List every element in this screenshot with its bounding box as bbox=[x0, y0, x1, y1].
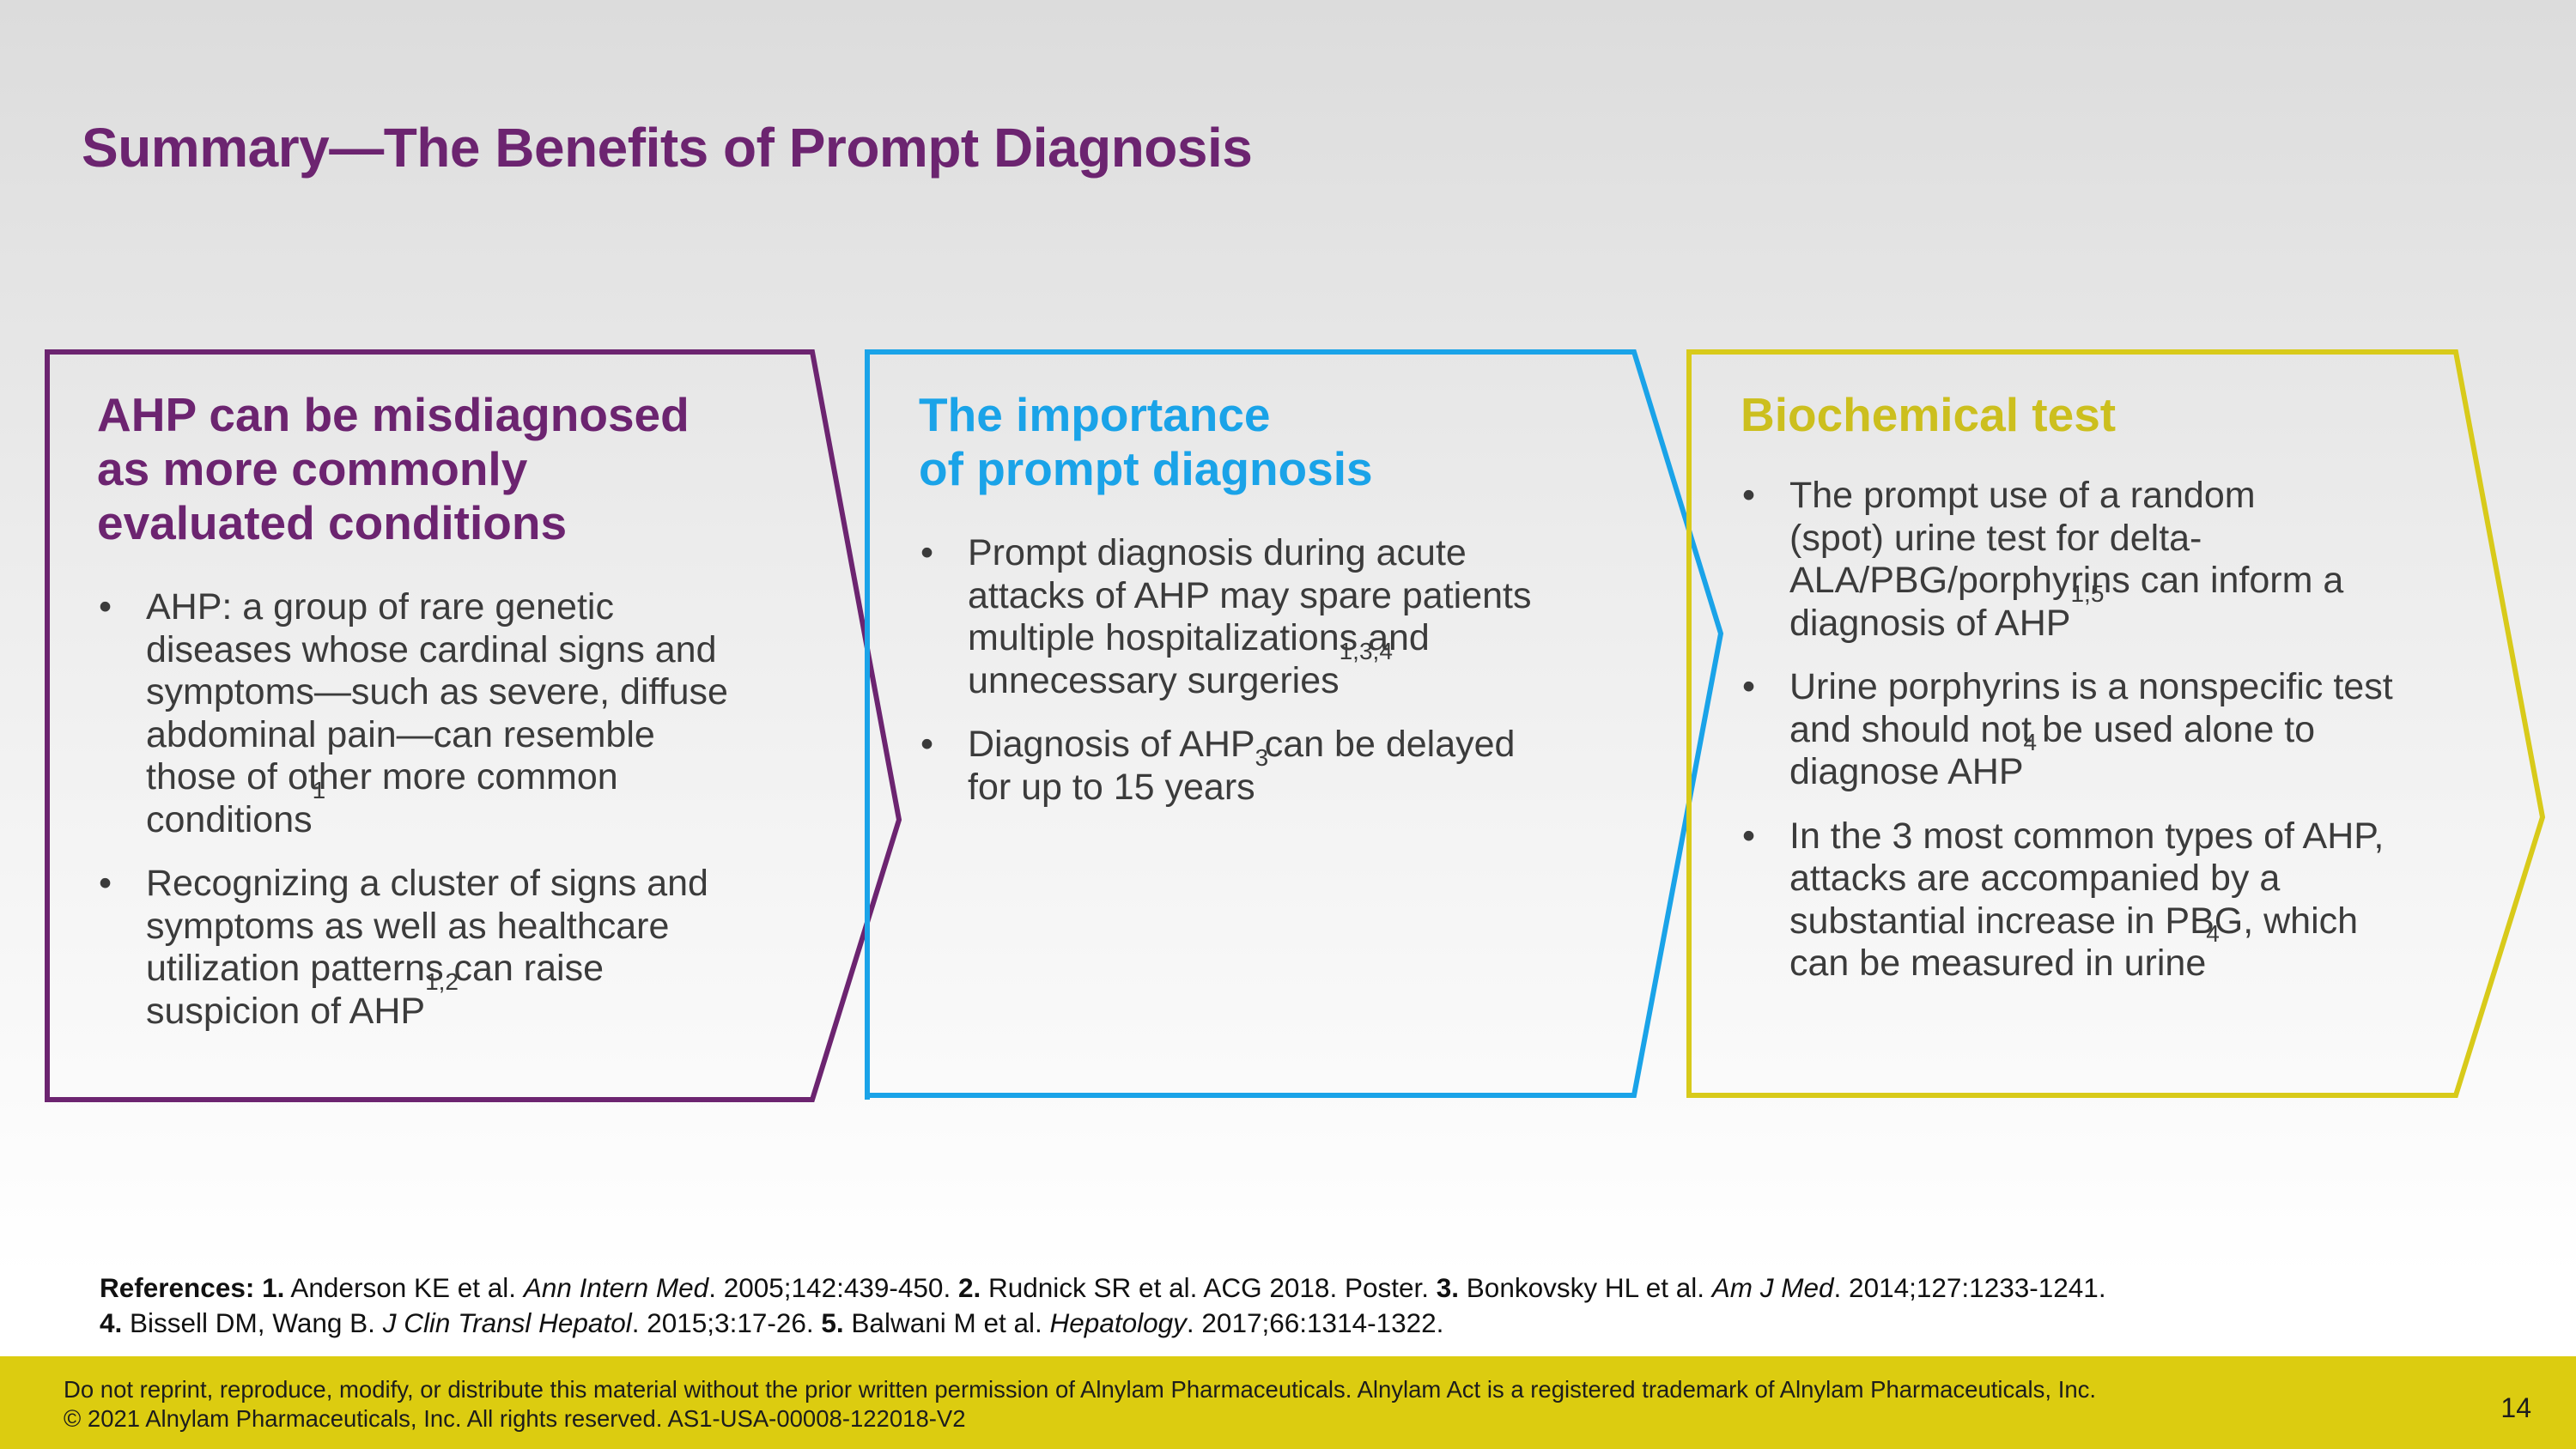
panel-heading: Biochemical test bbox=[1741, 388, 2488, 442]
journal-name: Ann Intern Med bbox=[523, 1272, 709, 1303]
bullet-list: The prompt use of a random(spot) urine t… bbox=[1741, 475, 2488, 985]
panel-1-chevron-outline bbox=[45, 349, 902, 1102]
bullet-line: suspicion of AHP1,2 bbox=[146, 967, 459, 1032]
bullet-item: The prompt use of a random(spot) urine t… bbox=[1741, 475, 2488, 645]
bullet-line: abdominal pain—can resemble bbox=[146, 713, 655, 755]
bullet-line: The prompt use of a random bbox=[1789, 475, 2256, 516]
bullet-line: conditions1 bbox=[146, 776, 326, 840]
bullet-line: substantial increase in PBG, which bbox=[1789, 900, 2359, 942]
slide-title: Summary—The Benefits of Prompt Diagnosis bbox=[82, 117, 1253, 179]
journal-name: Hepatology bbox=[1049, 1307, 1187, 1338]
citation-superscript: 1,3,4 bbox=[1339, 637, 1393, 664]
reference-number: 1. bbox=[262, 1272, 285, 1303]
reference-number: 2. bbox=[957, 1272, 981, 1303]
bullet-item: Urine porphyrins is a nonspecific testan… bbox=[1741, 666, 2488, 794]
citation-superscript: 1,5 bbox=[2070, 579, 2105, 607]
references: References: 1. Anderson KE et al. Ann In… bbox=[100, 1270, 2106, 1341]
bullet-line: ALA/PBG/porphyrins can inform a bbox=[1789, 560, 2344, 601]
bullet-item: In the 3 most common types of AHP,attack… bbox=[1741, 815, 2488, 985]
bullet-line: for up to 15 years3 bbox=[968, 743, 1269, 808]
journal-name: Am J Med bbox=[1711, 1272, 1834, 1303]
bullet-line: Recognizing a cluster of signs and bbox=[146, 863, 708, 904]
journal-name: J Clin Transl Hepatol bbox=[382, 1307, 632, 1338]
bullet-line: and should not be used alone to bbox=[1789, 708, 2316, 750]
panel-biochemical-test: Biochemical test The prompt use of a ran… bbox=[1741, 388, 2488, 1007]
bullet-line: utilization patterns can raise bbox=[146, 948, 605, 989]
references-label: References: bbox=[100, 1272, 263, 1303]
bullet-line: multiple hospitalizations and bbox=[968, 617, 1430, 658]
bullet-line: Urine porphyrins is a nonspecific test bbox=[1789, 666, 2393, 707]
bullet-line: diagnosis of AHP1,5 bbox=[1789, 579, 2105, 644]
bullet-line: symptoms as well as healthcare bbox=[146, 905, 670, 947]
panel-2-chevron-outline bbox=[865, 349, 1724, 1100]
bullet-line: diseases whose cardinal signs and bbox=[146, 628, 717, 670]
citation-superscript: 1,2 bbox=[425, 967, 459, 995]
bullet-line: attacks are accompanied by a bbox=[1789, 858, 2281, 899]
panel-3-chevron-outline bbox=[1686, 349, 2546, 1098]
panel-heading-line: AHP can be misdiagnosed bbox=[97, 388, 690, 441]
bullet-line: can be measured in urine4 bbox=[1789, 920, 2220, 985]
panel-heading-line: evaluated conditions bbox=[97, 496, 568, 549]
bullet-line: Diagnosis of AHP can be delayed bbox=[968, 724, 1516, 765]
bullet-line: AHP: a group of rare genetic bbox=[146, 586, 614, 627]
bullet-line: Prompt diagnosis during acute bbox=[968, 532, 1467, 573]
reference-number: 3. bbox=[1436, 1272, 1460, 1303]
citation-superscript: 1 bbox=[312, 776, 326, 803]
references-line-2: 4. Bissell DM, Wang B. J Clin Transl Hep… bbox=[100, 1307, 1444, 1338]
citation-superscript: 4 bbox=[2023, 729, 2038, 755]
panel-heading-line: The importance bbox=[919, 388, 1271, 441]
reference-number: 5. bbox=[821, 1307, 844, 1338]
panel-heading-line: of prompt diagnosis bbox=[919, 442, 1373, 495]
bullet-line: symptoms—such as severe, diffuse bbox=[146, 671, 728, 712]
bullet-line: (spot) urine test for delta- bbox=[1789, 517, 2202, 559]
legal-notice: Do not reprint, reproduce, modify, or di… bbox=[64, 1375, 2096, 1434]
footer-bar: Do not reprint, reproduce, modify, or di… bbox=[0, 1356, 2576, 1449]
bullet-line: those of other more common bbox=[146, 756, 618, 797]
page-number: 14 bbox=[2500, 1392, 2531, 1423]
legal-line-1: Do not reprint, reproduce, modify, or di… bbox=[64, 1376, 2097, 1403]
bullet-line: unnecessary surgeries1,3,4 bbox=[968, 637, 1393, 701]
bullet-item: Recognizing a cluster of signs andsympto… bbox=[97, 863, 835, 1033]
references-line-1: References: 1. Anderson KE et al. Ann In… bbox=[100, 1272, 2106, 1303]
bullet-line: In the 3 most common types of AHP, bbox=[1789, 815, 2385, 857]
legal-line-2: © 2021 Alnylam Pharmaceuticals, Inc. All… bbox=[64, 1405, 966, 1432]
bullet-line: attacks of AHP may spare patients bbox=[968, 574, 1532, 616]
citation-superscript: 3 bbox=[1255, 743, 1269, 771]
reference-number: 4. bbox=[100, 1307, 123, 1338]
panel-heading-line: as more commonly bbox=[97, 442, 528, 495]
panel-heading-line: Biochemical test bbox=[1741, 388, 2117, 441]
bullet-line: diagnose AHP4 bbox=[1789, 729, 2038, 793]
citation-superscript: 4 bbox=[2206, 920, 2220, 947]
